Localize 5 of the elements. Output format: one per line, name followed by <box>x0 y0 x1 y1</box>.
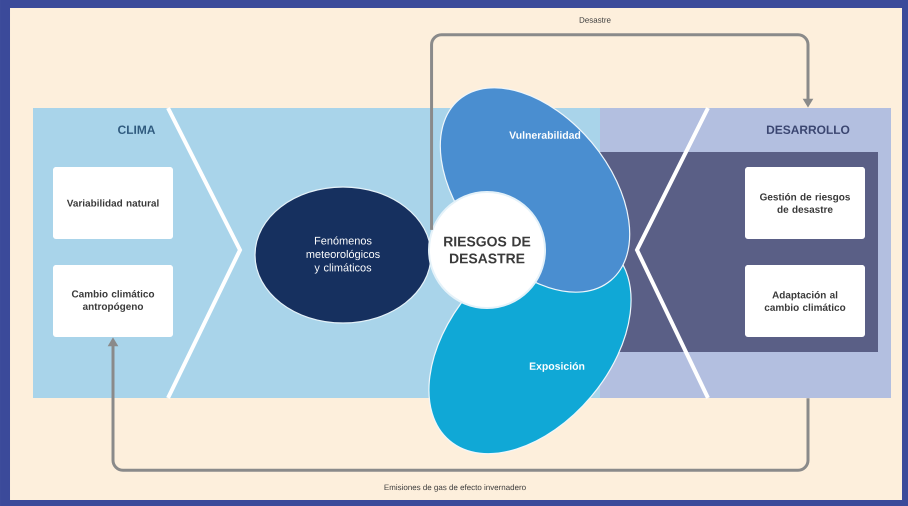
text-box: Gestión de riesgos de desastre <box>745 167 865 239</box>
arrow <box>430 33 814 230</box>
text-box: Cambio climático antropógeno <box>53 265 173 337</box>
text-box: Adaptación al cambio climático <box>745 265 865 337</box>
text-box: Variabilidad natural <box>53 167 173 239</box>
